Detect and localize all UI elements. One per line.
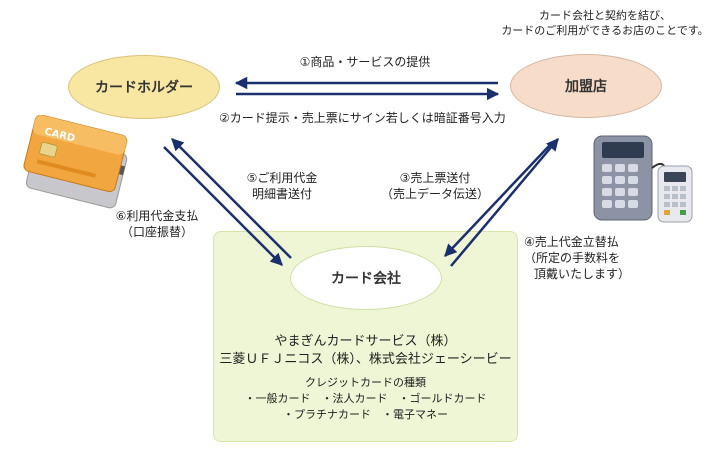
flow-label-4-line2: （所定の手数料を (524, 251, 621, 265)
merchant-node: 加盟店 (510, 54, 662, 118)
credit-card-icon: CARD (23, 115, 128, 209)
card-types-line-2: ・プラチナカード ・電子マネー (283, 408, 448, 421)
flow-label-1: ①商品・サービスの提供 (299, 55, 431, 69)
flow-label-6-line2: （口座振替） (120, 225, 193, 239)
merchant-note-line2: カードのご利用ができるお店のことです。 (501, 24, 709, 37)
arrow-payment-to-company (163, 146, 283, 266)
company-line-1: やまぎんカードサービス（株） (274, 334, 457, 349)
flow-label-6: ⑥利用代金支払 （口座振替） (97, 208, 217, 240)
arrow-slip-to-company (444, 145, 550, 257)
flow-label-4: ④売上代金立替払 （所定の手数料を 頂戴いたします） (524, 234, 630, 282)
flow-label-5-line2: 明細書送付 (251, 187, 312, 201)
cardholder-label: カードホルダー (95, 80, 193, 96)
flow-label-5-line1: ⑤ご利用代金 (246, 171, 318, 185)
cardholder-node: カードホルダー (68, 55, 220, 119)
flow-label-4-line1: ④売上代金立替払 (524, 235, 619, 249)
flow-label-2: ②カード提示・売上票にサイン若しくは暗証番号入力 (219, 111, 506, 125)
flow-label-5: ⑤ご利用代金 明細書送付 (232, 170, 332, 202)
merchant-label: 加盟店 (565, 79, 607, 95)
arrow-payout-to-merchant (450, 138, 559, 267)
flow-label-6-line1: ⑥利用代金支払 (115, 209, 199, 223)
merchant-note: カード会社と契約を結び、 カードのご利用ができるお店のことです。 (494, 8, 716, 38)
merchant-note-line1: カード会社と契約を結び、 (539, 9, 671, 22)
flow-label-4-line3: 頂戴いたします） (534, 267, 631, 281)
flow-label-3-line2: （売上データ伝送） (380, 187, 489, 201)
company-line-2: 三菱ＵＦＪニコス（株）、株式会社ジェーシービー (219, 352, 512, 367)
flow-label-3-line1: ③売上票送付 (399, 171, 471, 185)
card-types-line-1: ・一般カード ・法人カード ・ゴールドカード (244, 392, 487, 405)
card-terminal-icon (593, 135, 693, 223)
flow-label-3: ③売上票送付 （売上データ伝送） (370, 170, 500, 202)
arrow-statement-to-holder (171, 138, 292, 259)
company-info: やまぎんカードサービス（株） 三菱ＵＦＪニコス（株）、株式会社ジェーシービー ク… (213, 333, 518, 423)
card-types-heading: クレジットカードの種類 (305, 376, 426, 389)
card-company-node: カード会社 (290, 246, 442, 310)
card-company-label: カード会社 (331, 271, 401, 287)
